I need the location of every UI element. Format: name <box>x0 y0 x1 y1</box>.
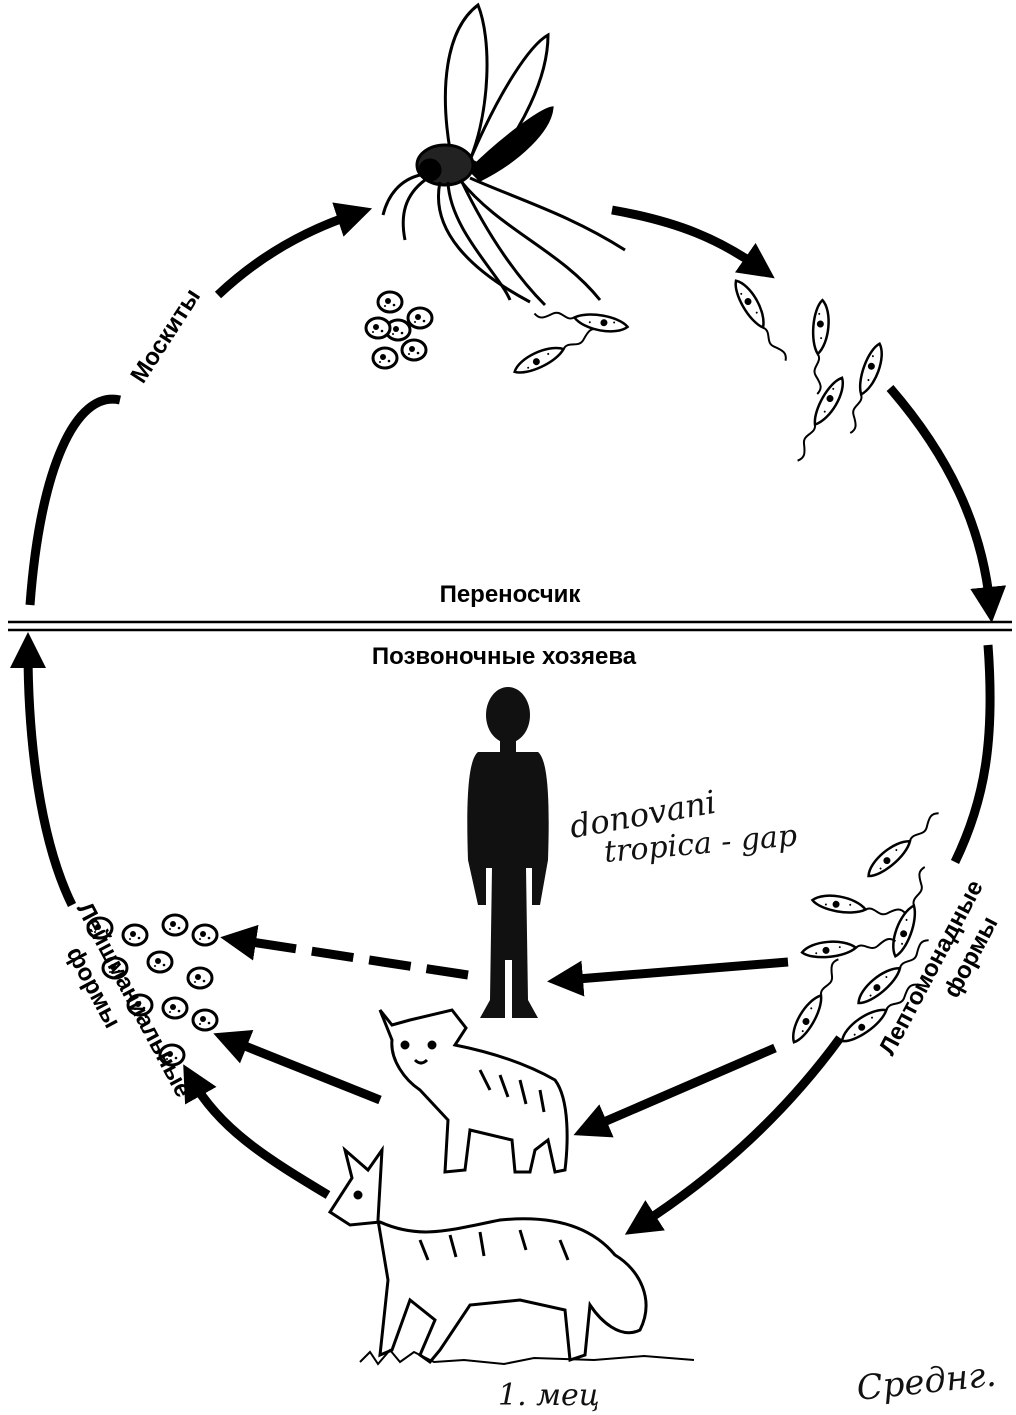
leptomonad-parasites-top <box>511 277 887 464</box>
dog-icon <box>380 1010 567 1172</box>
human-silhouette-icon <box>467 687 548 1018</box>
hosts-label: Позвоночные хозяева <box>372 643 637 670</box>
fox-icon <box>330 1150 694 1364</box>
arc-left-top <box>30 399 120 605</box>
arc-right-down <box>890 388 990 605</box>
arc-sandfly-label-top <box>218 214 355 295</box>
sandflies-label: Москиты <box>125 284 206 388</box>
arc-left-up <box>28 650 72 905</box>
leishmanial-parasites-top <box>366 292 432 368</box>
separator-line <box>8 622 1012 630</box>
vector-label: Переносчик <box>440 581 582 608</box>
arc-right-lower <box>955 645 990 862</box>
arc-right-top <box>612 210 760 268</box>
handwritten-bottom-center: 1. мец <box>498 1378 600 1413</box>
arrow-lepto-to-dog <box>590 1048 775 1128</box>
arrow-lepto-to-human <box>565 962 788 980</box>
arrow-human-to-leish-dashed <box>238 940 468 975</box>
sandfly-icon <box>383 5 625 305</box>
handwritten-bottom-right: Среднг. <box>855 1355 998 1409</box>
arrow-dog-to-leish <box>230 1040 380 1100</box>
arc-bottom-left <box>192 1080 328 1195</box>
